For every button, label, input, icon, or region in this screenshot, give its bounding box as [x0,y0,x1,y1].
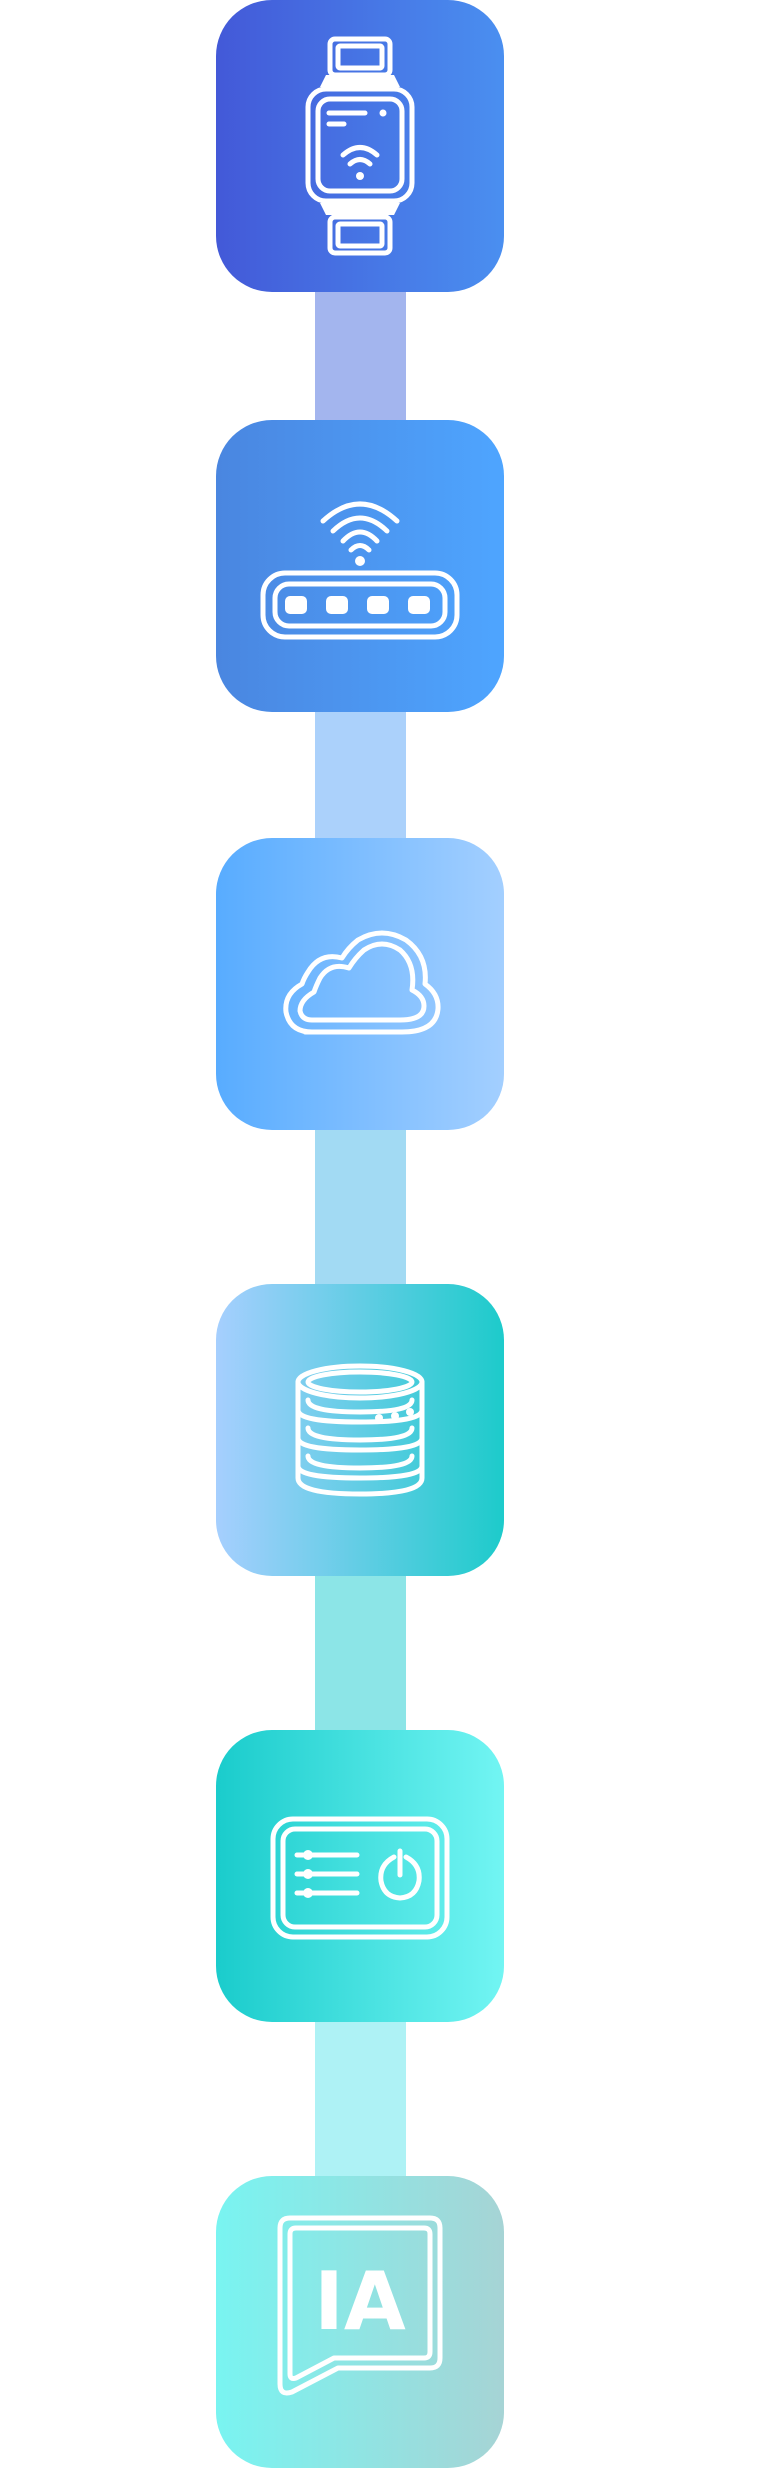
connector-watch-router [315,288,406,422]
control-panel-node [216,1730,504,2022]
connector-panel-ai [315,2016,406,2180]
connector-database-panel [315,1572,406,1730]
ai-label: IA [314,2255,406,2348]
connector-router-cloud [315,708,406,842]
ai-chat-icon: IA [277,2215,443,2396]
database-server-icon [295,1363,425,1497]
wifi-router-icon [260,501,460,640]
database-node [216,1284,504,1576]
cloud-node [216,838,504,1130]
connector-cloud-database [315,1128,406,1286]
ai-node: IA [216,2176,504,2468]
cloud-icon [283,930,441,1035]
smartwatch-node [216,0,504,292]
router-node [216,420,504,712]
smartwatch-wifi-icon [305,36,415,256]
control-panel-power-icon [270,1816,450,1940]
